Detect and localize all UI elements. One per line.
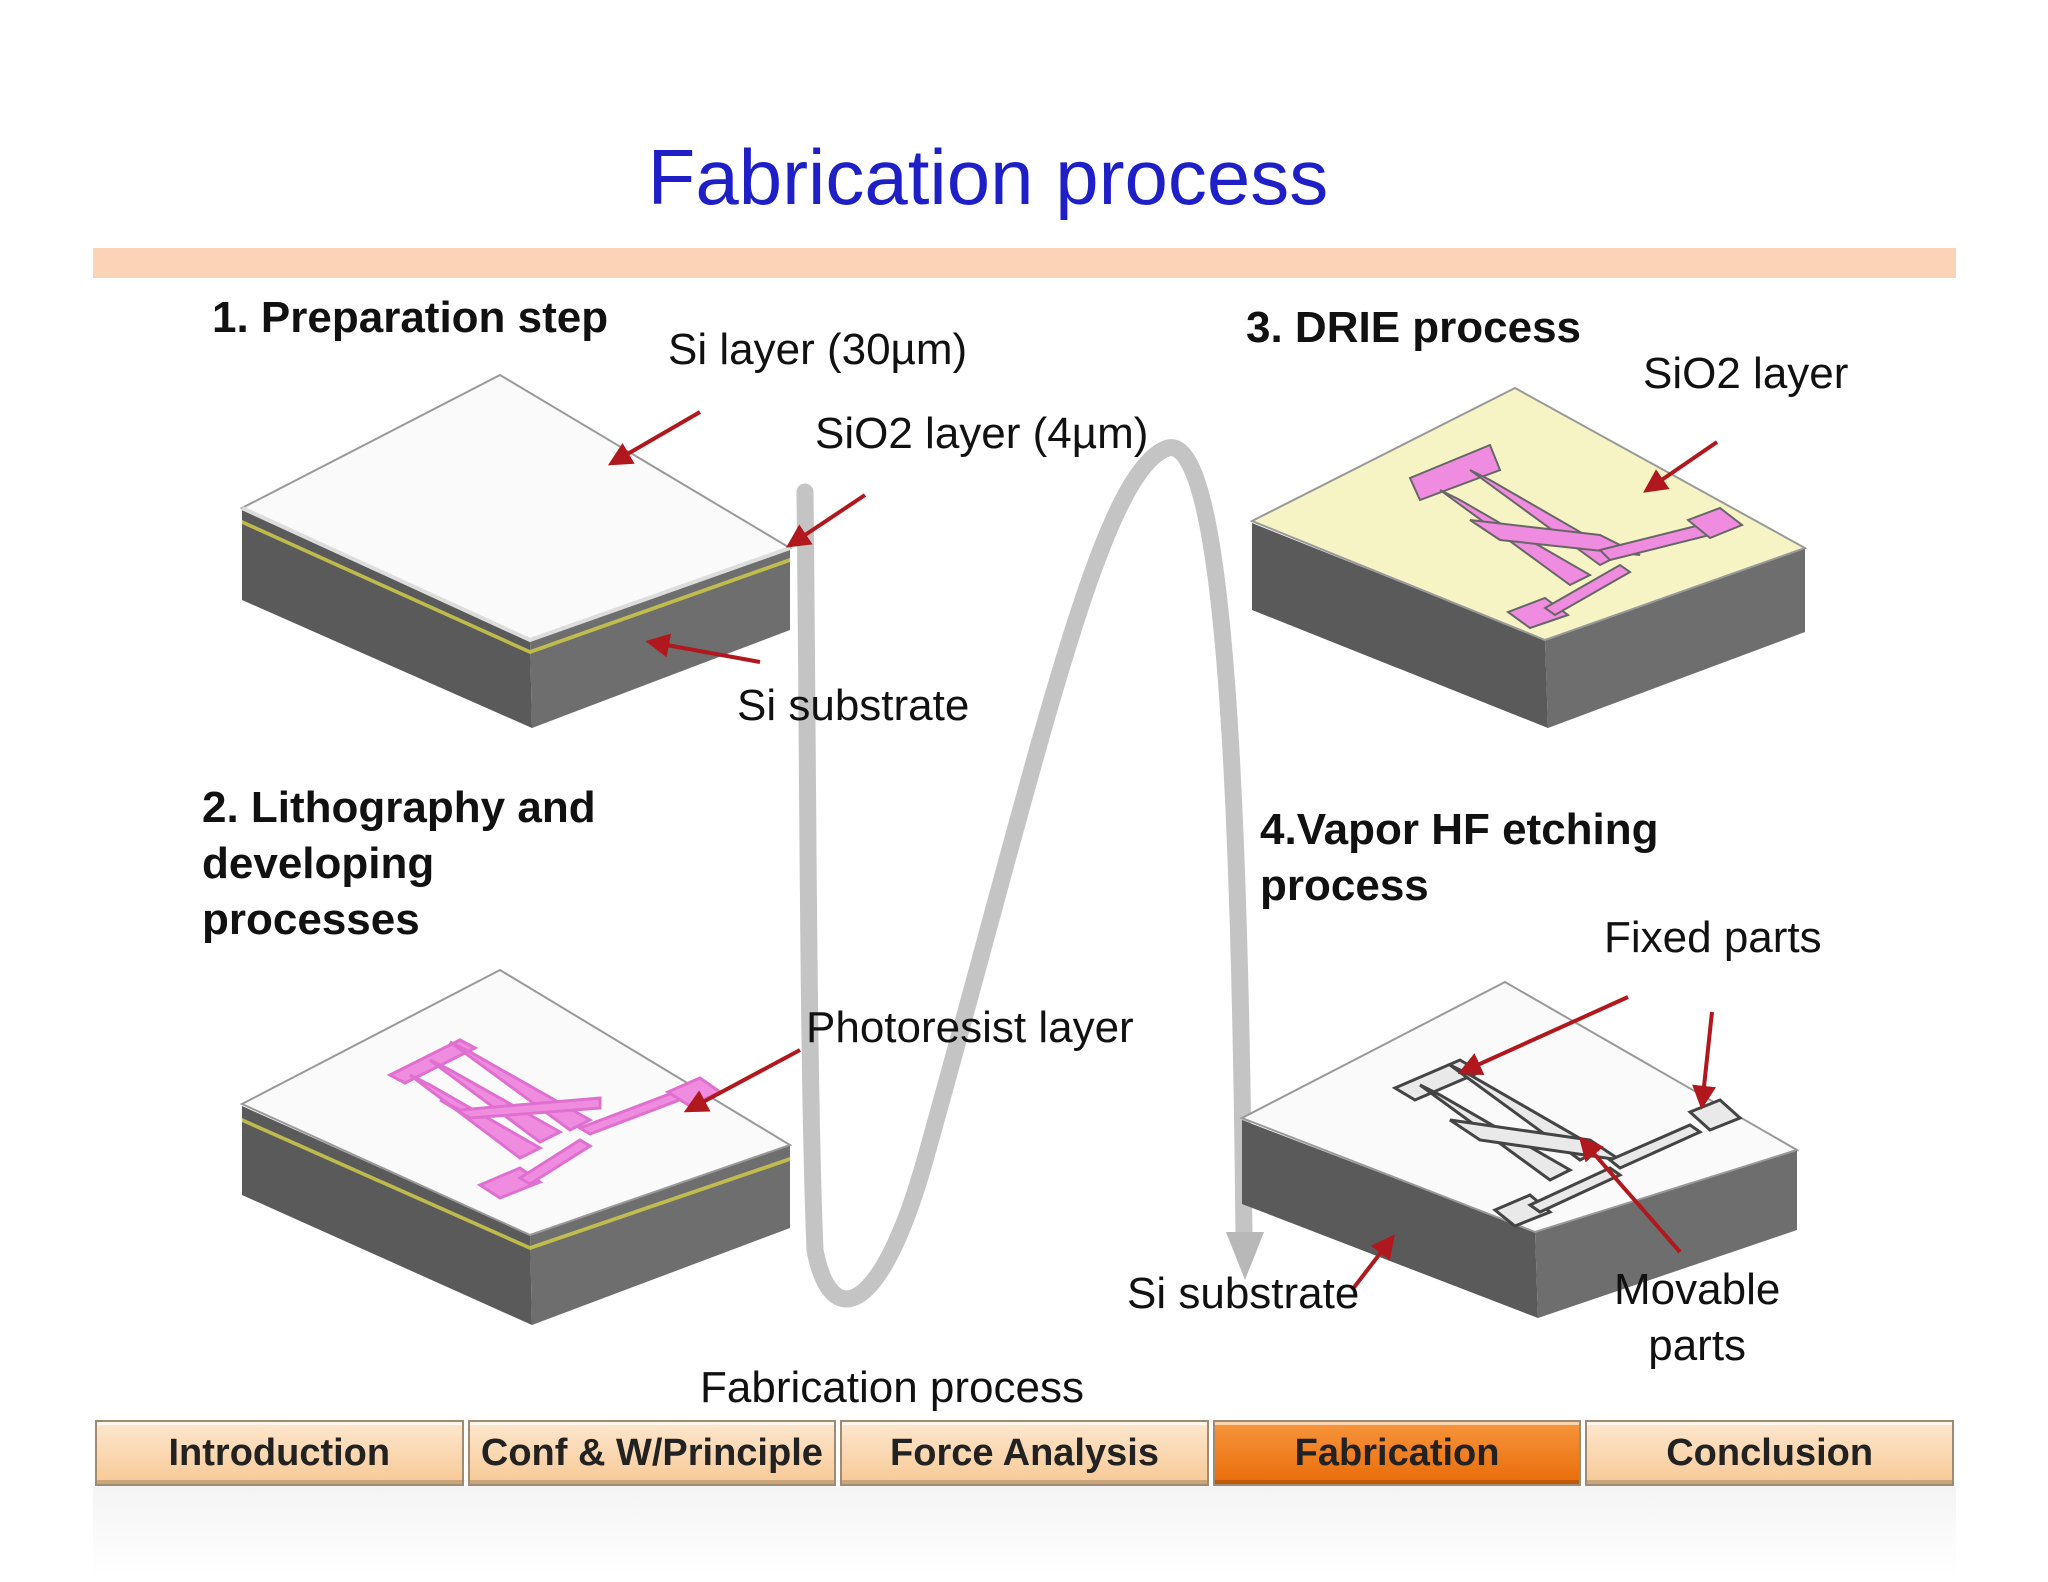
step-2-line-3: processes [202,895,420,944]
label-si-substrate-1: Si substrate [737,681,970,730]
label-movable-parts-line-1: Movable [1614,1265,1781,1314]
section-nav: Introduction Conf & W/Principle Force An… [93,1420,1956,1486]
step-1-heading: 1. Preparation step [212,293,609,342]
label-si-substrate-2: Si substrate [1127,1269,1360,1318]
step-2-line-1: 2. Lithography and [202,783,596,832]
footer-shadow [93,1486,1956,1576]
label-movable-parts: Movable parts [1614,1262,1780,1374]
wafer-block-lithography [239,968,793,1325]
label-photoresist-layer: Photoresist layer [806,1003,1134,1052]
step-4-heading: 4.Vapor HF etching process [1260,802,1659,914]
label-sio2-layer-4um: SiO2 layer (4µm) [815,409,1149,458]
title-divider [93,248,1956,278]
nav-tab-conclusion[interactable]: Conclusion [1585,1420,1954,1486]
nav-tab-fabrication[interactable]: Fabrication [1212,1420,1582,1486]
step-3-heading: 3. DRIE process [1246,303,1582,352]
label-fixed-parts: Fixed parts [1604,913,1822,962]
wafer-block-drie [1249,386,1808,728]
step-4-line-2: process [1260,861,1429,910]
nav-tab-force-analysis[interactable]: Force Analysis [840,1420,1209,1486]
step-2-line-2: developing [202,839,435,888]
label-movable-parts-line-2: parts [1648,1321,1747,1370]
step-2-heading: 2. Lithography and developing processes [202,780,596,948]
process-flow-arrow [796,439,1264,1308]
label-sio2-layer: SiO2 layer [1643,349,1849,398]
annotation-arrows [607,410,1719,1292]
step-4-line-1: 4.Vapor HF etching [1260,805,1659,854]
label-si-layer: Si layer (30µm) [668,325,968,374]
page-title: Fabrication process [647,133,1329,221]
drie-structure [1408,443,1744,630]
nav-tab-conf-principle[interactable]: Conf & W/Principle [467,1420,837,1486]
figure-caption: Fabrication process [700,1363,1084,1412]
nav-tab-introduction[interactable]: Introduction [95,1420,464,1486]
wafer-block-preparation [239,373,793,728]
photoresist-pattern [386,1038,723,1200]
